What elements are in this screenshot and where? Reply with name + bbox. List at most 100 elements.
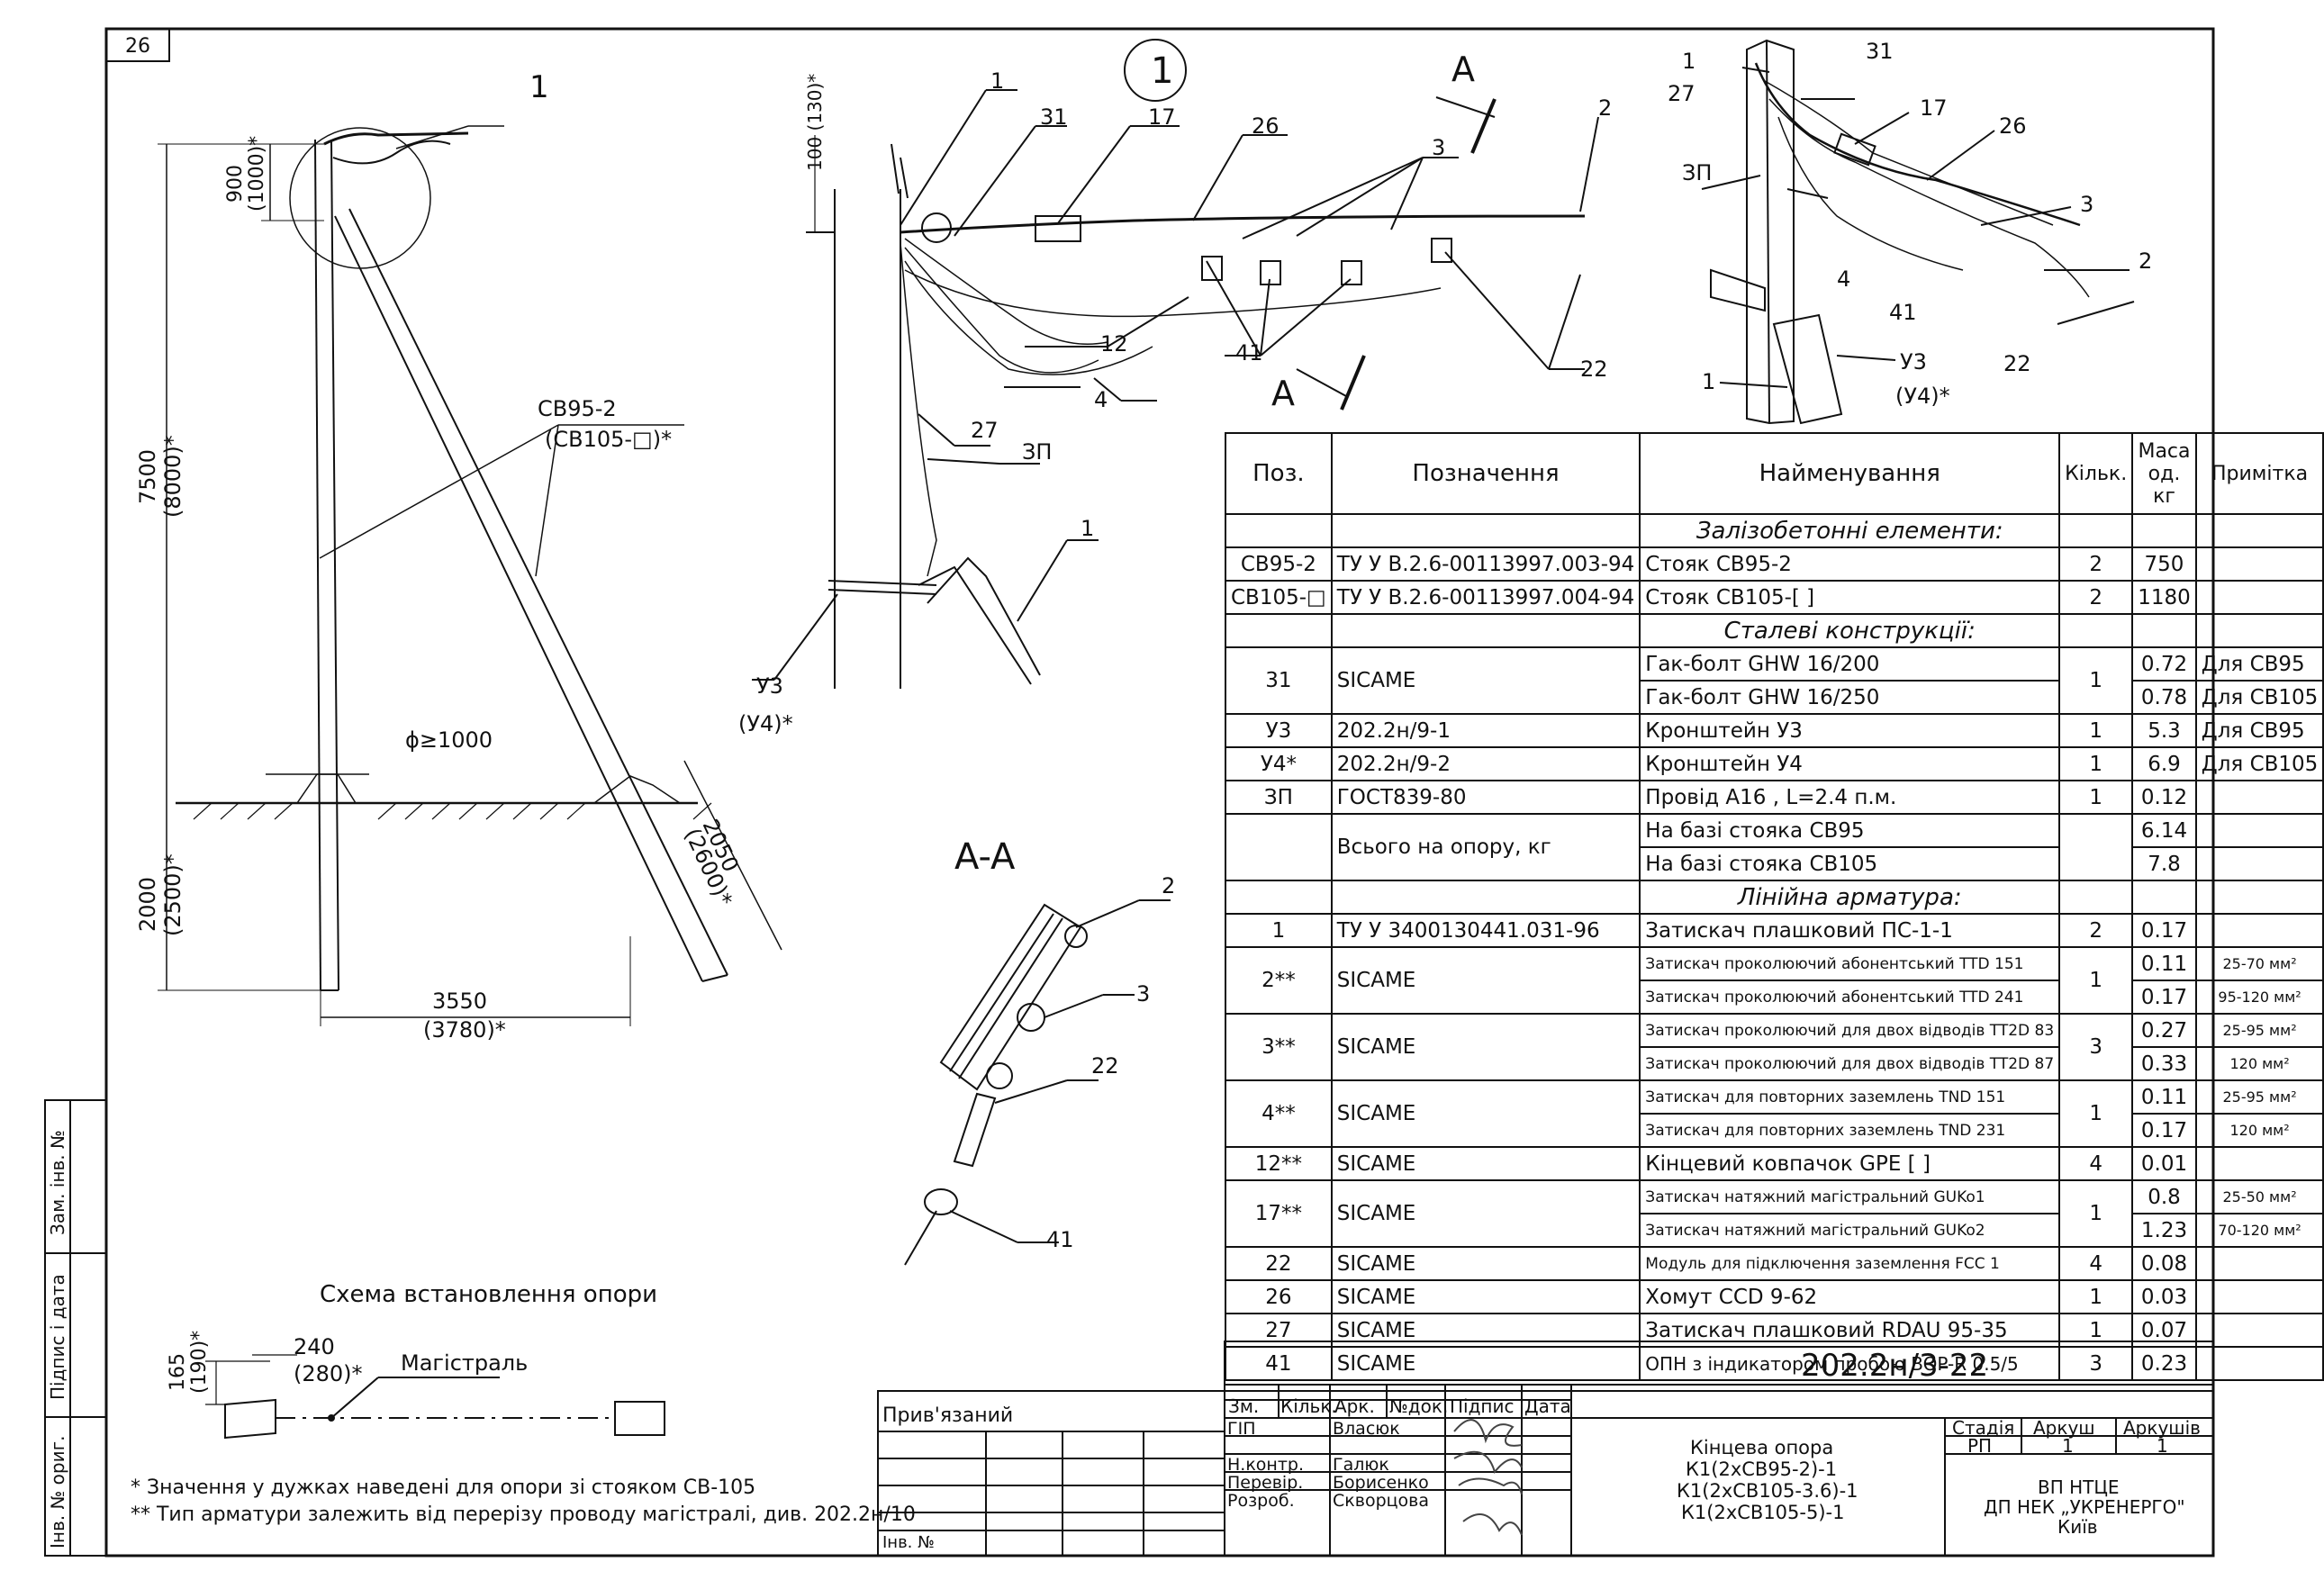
iso-n41: 41 <box>1889 300 1917 325</box>
cell-qty: 4 <box>2058 1146 2134 1181</box>
table-row: 4** SICAME Затискач для повторних заземл… <box>1225 1079 2324 1148</box>
drawing-sheet: 26 <box>44 27 2215 1557</box>
d1-n26: 26 <box>1252 113 1280 139</box>
name-perevir: Борисенко <box>1333 1473 1429 1493</box>
cell-pos: 27 <box>1225 1313 1333 1348</box>
role-rozrob: Розроб. <box>1227 1491 1295 1511</box>
section-fittings: Лінійна арматура: <box>1639 880 2061 915</box>
cell-name: Гак-болт GHW 16/250 <box>1639 680 2061 715</box>
cell-qty: 1 <box>2058 1313 2134 1348</box>
cell-note <box>2194 780 2324 815</box>
pole-elevation <box>158 125 782 1026</box>
org-line-2: ДП НЕК „УКРЕНЕРГО" <box>1984 1496 2185 1518</box>
section-aa-drawing <box>904 899 1171 1266</box>
cell-pos: СВ95-2 <box>1225 546 1333 582</box>
table-row: 26 SICAME Хомут CCD 9-62 1 0.03 <box>1225 1279 2324 1314</box>
table-row: ЗП ГОСТ839-80 Провід А16 , L=2.4 п.м. 1 … <box>1225 780 2324 815</box>
cell-name: Кронштейн У3 <box>1639 713 2061 748</box>
cell-mass: 0.08 <box>2131 1246 2197 1281</box>
sheets-header: Аркушів <box>2123 1417 2201 1439</box>
d1-n1b: 1 <box>1081 516 1094 541</box>
cell-pos: 26 <box>1225 1279 1333 1314</box>
table-header: Поз. Позначення Найменування Кільк. Маса… <box>1225 432 2324 515</box>
cell-mass: 0.12 <box>2131 780 2197 815</box>
cell-name: Затискач проколюючий абонентський TTD 24… <box>1639 980 2061 1015</box>
cell-mass: 0.11 <box>2131 946 2197 981</box>
aa-n22: 22 <box>1091 1053 1119 1079</box>
cell-mass: 0.03 <box>2131 1279 2197 1314</box>
cell-designation: SICAME <box>1330 1246 1641 1281</box>
table-row: На базі стояка СВ105 7.8 <box>1225 846 2324 881</box>
header-note: Примітка <box>2194 432 2324 515</box>
table-row: 22 SICAME Модуль для підключення заземле… <box>1225 1246 2324 1281</box>
d1-n31: 31 <box>1040 104 1068 130</box>
role-nkontr: Н.контр. <box>1227 1455 1305 1475</box>
table-row: 31 SICAME Гак-болт GHW 16/200 1 0.72 Для… <box>1225 646 2324 715</box>
cell-note: 25-50 мм² <box>2194 1179 2324 1214</box>
table-row: СВ105-□ ТУ У В.2.6-00113997.004-94 Стояк… <box>1225 580 2324 615</box>
cell-name: Кінцевий ковпачок GPE [ ] <box>1639 1146 2061 1181</box>
cell-pos: У4* <box>1225 746 1333 781</box>
cell-qty: 1 <box>2058 1279 2134 1314</box>
table-row: Затискач натяжний магістральний GUKo2 1.… <box>1225 1213 2324 1248</box>
cell-qty: 1 <box>2058 1179 2134 1248</box>
cell-pos: СВ105-□ <box>1225 580 1333 615</box>
cell-pos: 31 <box>1225 646 1333 715</box>
cell-note <box>2194 1279 2324 1314</box>
col-ndok: №док. <box>1389 1395 1449 1417</box>
iso-n22: 22 <box>2003 351 2031 376</box>
footnote-2: ** Тип арматури залежить від перерізу пр… <box>131 1503 916 1526</box>
cell-note: 25-95 мм² <box>2194 1079 2324 1115</box>
d1-n12: 12 <box>1100 331 1128 357</box>
cell-note: Для СВ95 <box>2194 713 2324 748</box>
detail-1-circle-label: 1 <box>1151 50 1173 92</box>
header-name: Найменування <box>1639 432 2061 515</box>
cell-mass: 0.23 <box>2131 1346 2197 1381</box>
cell-designation: SICAME <box>1330 1013 1641 1081</box>
section-concrete: Залізобетонні елементи: <box>1639 513 2061 548</box>
section-row: Сталеві конструкції: <box>1225 613 2324 648</box>
iso-n26: 26 <box>1999 113 2027 139</box>
cell-mass: 0.17 <box>2131 913 2197 948</box>
cell-pos: ЗП <box>1225 780 1333 815</box>
cell-mass: 0.01 <box>2131 1146 2197 1181</box>
org-line-3: Київ <box>2057 1516 2098 1538</box>
cell-pos: 4** <box>1225 1079 1333 1148</box>
cell-note: 70-120 мм² <box>2194 1213 2324 1248</box>
cell-mass: 6.9 <box>2131 746 2197 781</box>
header-pos: Поз. <box>1225 432 1333 515</box>
col-kilk: Кільк. <box>1280 1395 1337 1417</box>
table-row: Затискач для повторних заземлень TND 231… <box>1225 1113 2324 1148</box>
d1-n4: 4 <box>1094 387 1108 412</box>
dim-7500: 7500 <box>135 449 160 504</box>
cell-qty: 2 <box>2058 580 2134 615</box>
table-row: 17** SICAME Затискач натяжний магістраль… <box>1225 1179 2324 1248</box>
cell-qty: 4 <box>2058 1246 2134 1281</box>
cell-name: Провід А16 , L=2.4 п.м. <box>1639 780 2061 815</box>
col-zm: Зм. <box>1228 1395 1260 1417</box>
sheets-value: 1 <box>2157 1435 2168 1457</box>
specification-table: Поз. Позначення Найменування Кільк. Маса… <box>1225 432 2324 1381</box>
cell-designation: SICAME <box>1330 946 1641 1015</box>
cell-pos: 2** <box>1225 946 1333 1015</box>
cell-note <box>2194 1346 2324 1381</box>
cell-designation: SICAME <box>1330 1079 1641 1148</box>
table-row: Гак-болт GHW 16/250 0.78 Для СВ105 <box>1225 680 2324 715</box>
install-schema <box>205 1354 665 1440</box>
cell-name: Хомут CCD 9-62 <box>1639 1279 2061 1314</box>
col-pidpys: Підпис <box>1450 1395 1515 1417</box>
dim-900: 900 <box>224 165 247 203</box>
iso-n27: 27 <box>1668 81 1696 106</box>
iso-n2: 2 <box>2139 248 2152 274</box>
cell-qty: 3 <box>2058 1346 2134 1381</box>
name-nkontr: Галюк <box>1333 1455 1389 1475</box>
cell-pos: 17** <box>1225 1179 1333 1248</box>
cell-name: Затискач для повторних заземлень TND 151 <box>1639 1079 2061 1115</box>
dim-1000: (1000)* <box>246 136 268 212</box>
d1-n27: 27 <box>971 418 999 443</box>
cell-name: Затискач проколюючий для двох відводів T… <box>1639 1013 2061 1048</box>
dim-100: 100 (130)* <box>804 74 826 171</box>
cell-name: Стояк СВ95-2 <box>1639 546 2061 582</box>
cell-note: 25-70 мм² <box>2194 946 2324 981</box>
header-designation: Позначення <box>1330 432 1641 515</box>
